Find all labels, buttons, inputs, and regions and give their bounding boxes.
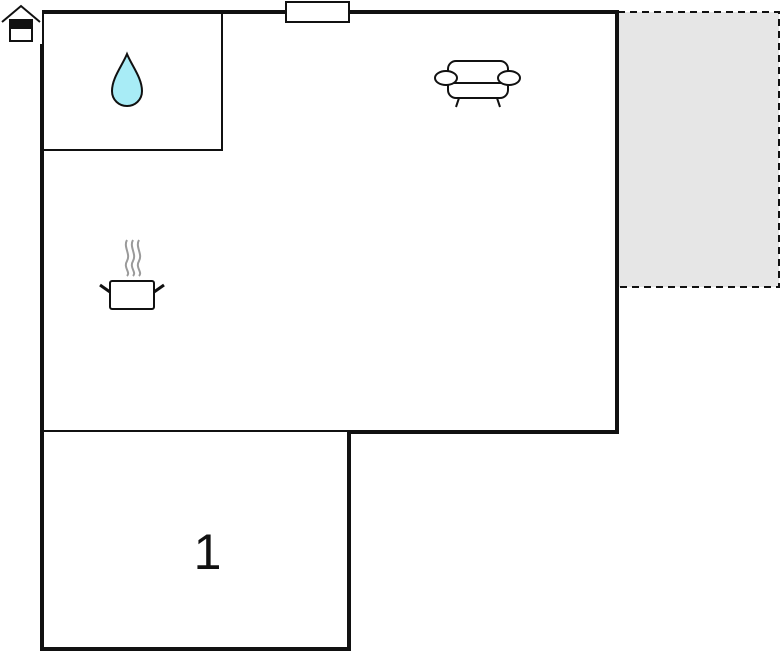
cooking-pot-icon [99, 239, 165, 310]
interior-walls [42, 12, 349, 432]
outer-walls [40, 10, 619, 651]
bedroom-number-label: 1 [193, 524, 222, 580]
terrace [618, 11, 780, 288]
water-drop-icon [110, 51, 144, 108]
house-entrance-icon [0, 0, 42, 44]
sofa-icon [434, 60, 521, 108]
window-icon [285, 1, 350, 23]
